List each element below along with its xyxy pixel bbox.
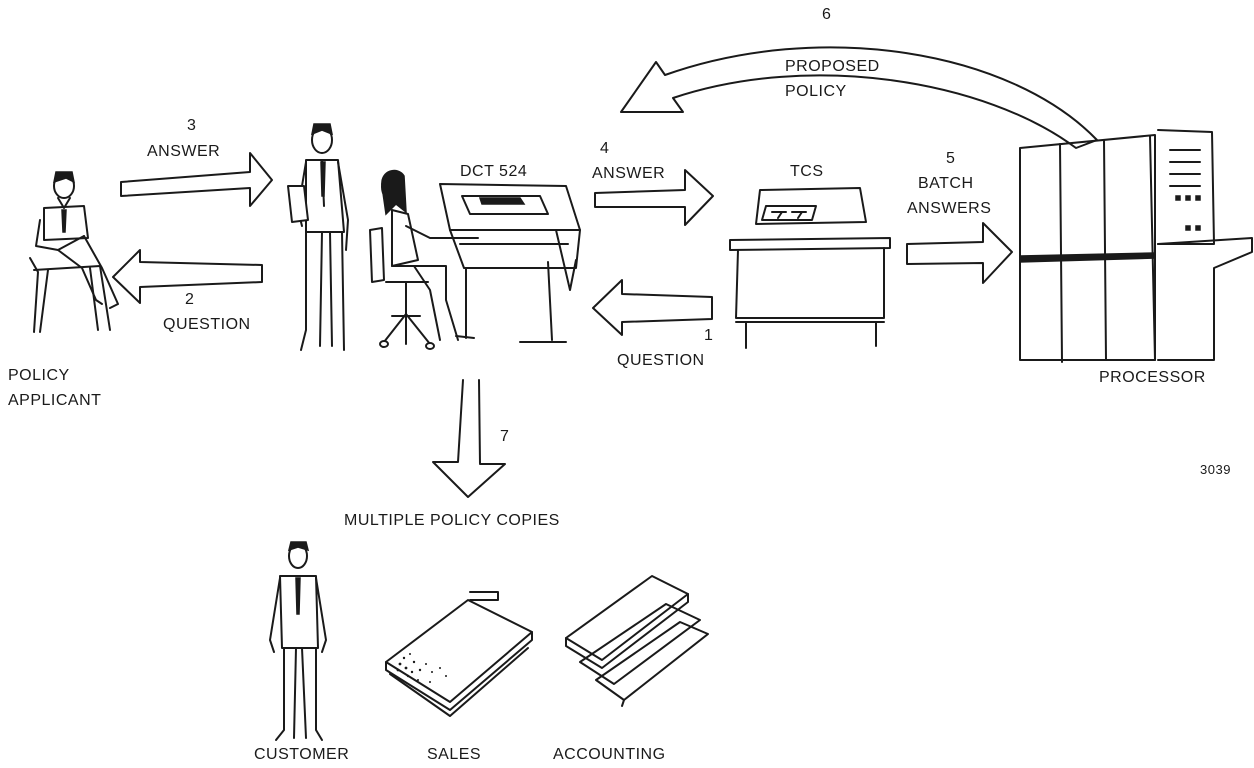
arrow-4-answer: [594, 169, 714, 226]
step-6-line2: POLICY: [785, 83, 847, 100]
arrow-5-batch-answers: [906, 222, 1013, 284]
arrow-2-question: [112, 249, 263, 304]
arrow-1-question: [592, 279, 713, 336]
step-4-label: ANSWER: [592, 165, 666, 182]
dct-terminal-figure: [369, 169, 581, 350]
dct-label: DCT 524: [460, 163, 528, 180]
step-7-number: 7: [500, 428, 510, 445]
accounting-figure: [565, 575, 709, 707]
step-2-number: 2: [185, 291, 195, 308]
step-6-number: 6: [822, 6, 832, 23]
arrow-6-proposed-policy: [620, 46, 1098, 149]
step-5-number: 5: [946, 150, 956, 167]
processor-figure: [1019, 129, 1253, 363]
policy-applicant-figure: [29, 171, 119, 333]
tcs-label: TCS: [790, 163, 824, 180]
accounting-label: ACCOUNTING: [553, 746, 666, 763]
step-5-line2: ANSWERS: [907, 200, 992, 217]
customer-figure: [269, 541, 327, 741]
step-6-line1: PROPOSED: [785, 58, 880, 75]
step-2-label: QUESTION: [163, 316, 251, 333]
figure-id: 3039: [1200, 462, 1231, 477]
step-5-line1: BATCH: [918, 175, 974, 192]
arrow-7-down: [432, 379, 506, 498]
processor-label: PROCESSOR: [1099, 369, 1206, 386]
step-3-number: 3: [187, 117, 197, 134]
step-3-label: ANSWER: [147, 143, 221, 160]
arrow-3-answer: [120, 152, 273, 207]
step-4-number: 4: [600, 140, 610, 157]
sales-label: SALES: [427, 746, 482, 763]
sales-figure: [385, 591, 533, 717]
tcs-figure: [729, 187, 891, 349]
step-7-label: MULTIPLE POLICY COPIES: [344, 512, 560, 529]
agent-figure: [287, 123, 349, 351]
customer-label: CUSTOMER: [254, 746, 350, 763]
step-1-label: QUESTION: [617, 352, 705, 369]
step-1-number: 1: [704, 327, 714, 344]
policy-applicant-label-line2: APPLICANT: [8, 392, 102, 409]
policy-applicant-label-line1: POLICY: [8, 367, 70, 384]
